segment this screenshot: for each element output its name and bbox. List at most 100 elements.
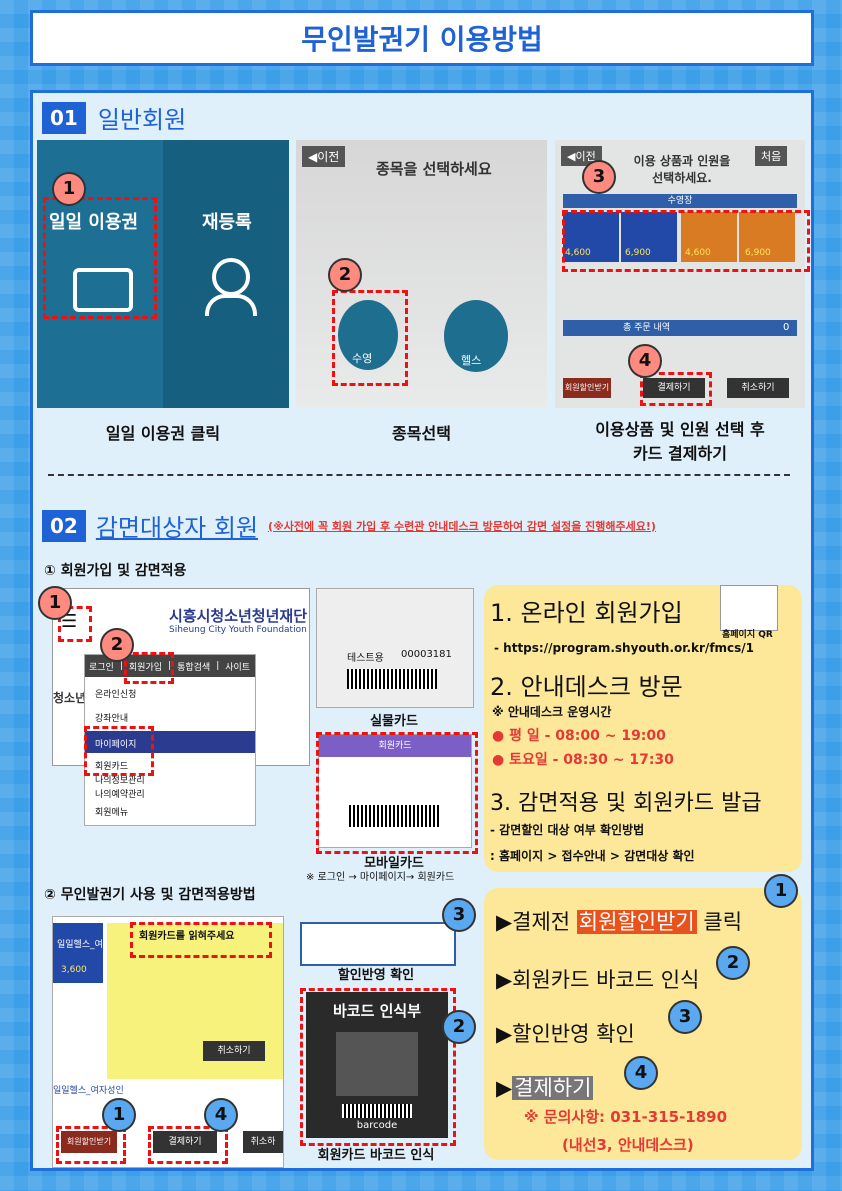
step3-text: ▶할인반영 확인 bbox=[496, 1022, 635, 1046]
menu-item[interactable]: 온라인신청 bbox=[95, 690, 137, 700]
caption-1: 일일 이용권 클릭 bbox=[105, 424, 221, 443]
menu-item[interactable]: 나의예약관리 bbox=[95, 790, 145, 800]
product-price: 4,600 bbox=[565, 248, 591, 258]
step-badge-2: 2 bbox=[716, 946, 750, 980]
highlight-mobile-card bbox=[316, 732, 478, 854]
mobile-card-title: 회원카드 bbox=[319, 735, 471, 757]
back-button[interactable]: ◀이전 bbox=[302, 146, 346, 167]
product-item[interactable] bbox=[563, 212, 619, 262]
swim-label: 수영 bbox=[352, 352, 373, 365]
pay-button[interactable]: 결제하기 bbox=[153, 1131, 217, 1153]
highlight-pay bbox=[148, 1126, 228, 1164]
product-item[interactable] bbox=[621, 212, 677, 262]
menu-item[interactable]: 회원메뉴 bbox=[95, 808, 129, 818]
barcode-icon bbox=[349, 805, 439, 827]
step-badge-2: 2 bbox=[100, 628, 134, 662]
product-item[interactable] bbox=[739, 212, 795, 262]
weekday-hours: ● 평 일 - 08:00 ~ 19:00 bbox=[492, 728, 666, 744]
highlight-barcode bbox=[300, 988, 456, 1146]
search-link[interactable]: 통합검색 bbox=[177, 662, 211, 673]
caption-2: 종목선택 bbox=[392, 424, 451, 443]
product-price: 6,900 bbox=[625, 248, 651, 258]
menu-item-membercard[interactable]: 회원카드 bbox=[95, 762, 129, 772]
barcode-reader-title: 바코드 인식부 bbox=[332, 1002, 422, 1020]
item-price: 3,600 bbox=[61, 965, 87, 975]
member-discount-button[interactable]: 회원할인받기 bbox=[563, 378, 611, 398]
home-button[interactable]: 처음 bbox=[755, 146, 788, 166]
caption-3: 이용상품 및 인원 선택 후 카드 결제하기 bbox=[595, 420, 765, 463]
login-link[interactable]: 로그인 bbox=[89, 662, 114, 673]
page-title: 무인발권기 이용방법 bbox=[30, 10, 814, 66]
mobile-card-caption: 모바일카드 bbox=[364, 856, 424, 871]
step1-prefix: ▶결제전 bbox=[496, 910, 577, 934]
cancel-button[interactable]: 취소하 bbox=[243, 1131, 283, 1153]
cancel-button[interactable]: 취소하기 bbox=[727, 378, 789, 398]
category-header: 수영장 bbox=[563, 194, 797, 208]
card-number: 00003181 bbox=[401, 649, 452, 660]
pay-button[interactable]: 결제하기 bbox=[643, 378, 705, 398]
step-badge-2: 2 bbox=[328, 258, 362, 292]
menu-item[interactable]: 강좌안내 bbox=[95, 714, 129, 724]
person-add-icon bbox=[212, 258, 250, 296]
subheading-2: ② 무인발권기 사용 및 감면적용방법 bbox=[44, 887, 256, 903]
org-name-en: Siheung City Youth Foundation bbox=[169, 625, 307, 635]
select-sport-title: 종목을 선택하세요 bbox=[376, 160, 492, 178]
product-title: 이용 상품과 인원을 선택하세요. bbox=[633, 154, 731, 185]
step-badge-3: 3 bbox=[442, 898, 476, 932]
highlight-swim bbox=[332, 290, 408, 386]
highlight-signup bbox=[124, 652, 174, 684]
step3-detail-a: - 감면할인 대상 여부 확인방법 bbox=[490, 823, 645, 837]
menu-item[interactable]: 나의정보관리 bbox=[95, 776, 145, 786]
barcode-icon bbox=[342, 1104, 412, 1118]
barcode-reader-image: 바코드 인식부 barcode bbox=[306, 992, 448, 1138]
section-title: 감면대상자 회원 bbox=[95, 514, 259, 542]
step-badge-3: 3 bbox=[582, 160, 616, 194]
step1-title: 1. 온라인 회원가입 bbox=[490, 599, 683, 627]
step-badge-3: 3 bbox=[668, 1000, 702, 1034]
menu-item-mypage[interactable]: 마이페이지 bbox=[95, 740, 137, 750]
card-icon bbox=[73, 268, 133, 312]
reregister-label[interactable]: 재등록 bbox=[202, 212, 252, 233]
contact-ext: (내선3, 안내데스크) bbox=[562, 1136, 694, 1154]
highlight-hamburger bbox=[58, 606, 92, 642]
highlight-products bbox=[562, 210, 810, 272]
kiosk-screen-sport-select: ◀이전 종목을 선택하세요 수영 헬스 bbox=[296, 140, 547, 408]
barcode-label: barcode bbox=[356, 1120, 398, 1131]
step-badge-1: 1 bbox=[764, 874, 798, 908]
physical-card-image: 테스트용 00003181 bbox=[316, 588, 474, 708]
physical-card-caption: 실물카드 bbox=[370, 714, 418, 729]
step-badge-1: 1 bbox=[52, 172, 86, 206]
org-name: 시흥시청소년청년재단 bbox=[169, 607, 308, 625]
highlight-daily-ticket bbox=[43, 197, 157, 319]
product-price: 6,900 bbox=[745, 248, 771, 258]
signup-link[interactable]: 회원가입 bbox=[128, 662, 163, 673]
contact-info: ※ 문의사항: 031-315-1890 bbox=[524, 1108, 728, 1126]
discount-table bbox=[300, 922, 456, 966]
section2-header: 02 감면대상자 회원 (※사전에 꼭 회원 가입 후 수련관 안내데스크 방문… bbox=[42, 508, 656, 543]
step-badge-1: 1 bbox=[102, 1098, 136, 1132]
swim-icon[interactable] bbox=[338, 300, 398, 370]
product-price: 4,600 bbox=[685, 248, 711, 258]
popup-title: 회원카드를 읽혀주세요 bbox=[139, 931, 235, 942]
step1-suffix: 클릭 bbox=[696, 910, 743, 934]
step-badge-2: 2 bbox=[442, 1010, 476, 1044]
product-item[interactable] bbox=[681, 212, 737, 262]
gym-icon[interactable] bbox=[444, 300, 508, 372]
highlight-discount bbox=[56, 1126, 126, 1164]
divider bbox=[48, 474, 790, 476]
section-title: 일반회원 bbox=[97, 106, 187, 134]
step-badge-1: 1 bbox=[38, 586, 72, 620]
site-link[interactable]: 사이트 bbox=[225, 662, 251, 673]
total-label: 총 주문 내역 bbox=[563, 320, 797, 336]
barcode-caption: 회원카드 바코드 인식 bbox=[317, 1148, 435, 1163]
highlight-popup bbox=[130, 922, 272, 958]
card-name: 테스트용 bbox=[347, 653, 384, 664]
popup-cancel-button[interactable]: 취소하기 bbox=[203, 1041, 265, 1061]
signup-url[interactable]: - https://program.shyouth.or.kr/fmcs/1 bbox=[494, 641, 755, 655]
highlight-mypage bbox=[84, 726, 154, 776]
mobile-card-image: 회원카드 bbox=[318, 734, 472, 848]
qr-code-icon[interactable] bbox=[720, 585, 778, 631]
daily-ticket-label[interactable]: 일일 이용권 bbox=[49, 212, 139, 233]
total-value: 0 bbox=[783, 322, 790, 333]
member-discount-button[interactable]: 회원할인받기 bbox=[61, 1131, 117, 1153]
